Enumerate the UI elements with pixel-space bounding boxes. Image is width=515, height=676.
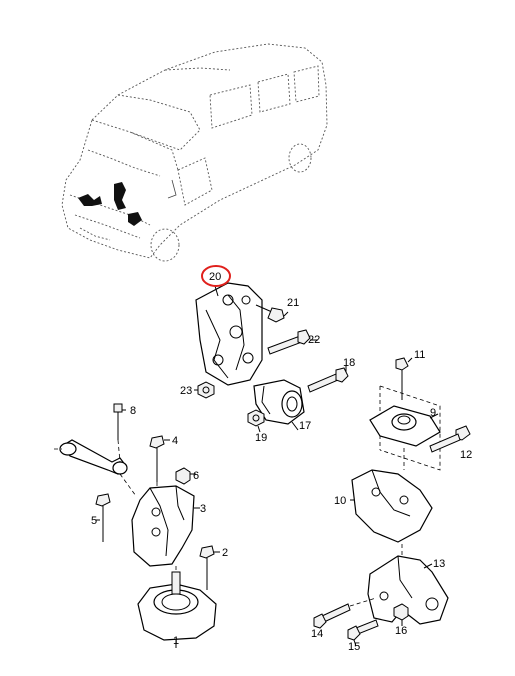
callout-1: 1 [173, 635, 179, 647]
callout-9: 9 [430, 407, 436, 419]
callout-15: 15 [348, 641, 360, 653]
callout-22: 22 [308, 334, 320, 346]
callout-21: 21 [287, 297, 299, 309]
highlight-circle-20 [201, 265, 231, 287]
van-illustration [61, 43, 328, 262]
callout-3: 3 [200, 503, 206, 515]
callout-2: 2 [222, 547, 228, 559]
callout-12: 12 [460, 449, 472, 461]
callout-4: 4 [172, 435, 178, 447]
callout-10: 10 [334, 495, 346, 507]
callout-18: 18 [343, 357, 355, 369]
callout-13: 13 [433, 558, 445, 570]
callout-5: 5 [91, 515, 97, 527]
mount-marker-left [78, 194, 102, 206]
mount-marker-right [128, 212, 142, 226]
callout-6: 6 [193, 470, 199, 482]
callout-14: 14 [311, 628, 323, 640]
left-mount-assembly [54, 403, 220, 648]
upper-bracket-assembly [194, 282, 349, 433]
right-mount-assembly [313, 357, 471, 647]
callout-23: 23 [180, 385, 192, 397]
callout-11: 11 [414, 349, 425, 361]
callout-8: 8 [130, 405, 136, 417]
callout-17: 17 [299, 420, 311, 432]
callout-20: 20 [209, 271, 221, 283]
callout-19: 19 [255, 432, 267, 444]
mount-marker-center [114, 182, 126, 210]
callout-16: 16 [395, 625, 407, 637]
